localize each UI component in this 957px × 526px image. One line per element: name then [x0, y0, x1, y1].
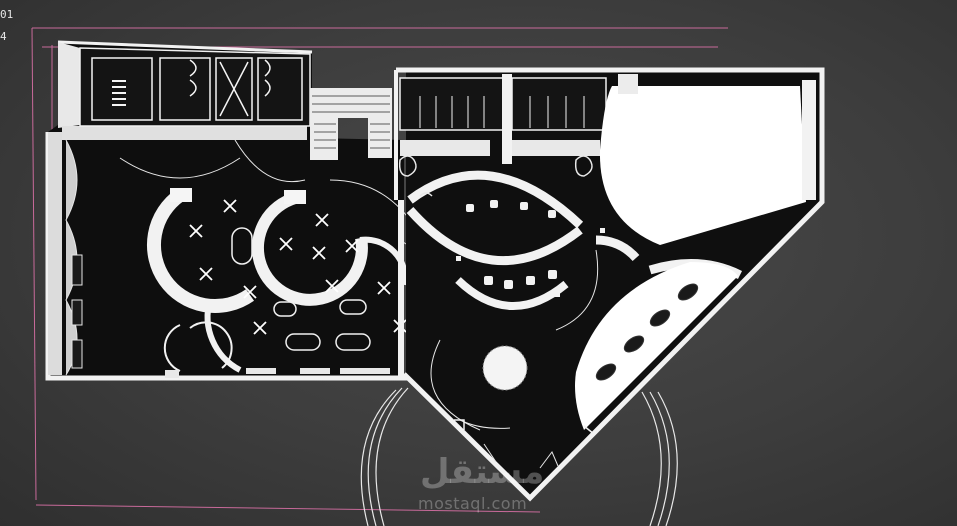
entrance-arcs: [360, 387, 678, 526]
lower-lounge-area: [575, 262, 738, 430]
tree-icon: [482, 345, 528, 391]
left-wall-display: [65, 139, 83, 376]
stair-icon: [112, 80, 126, 106]
curved-display-walls: [146, 189, 409, 373]
guide-line-bottom: [35, 504, 541, 513]
lounge-chair-icon: [466, 200, 557, 289]
white-oval-room: [599, 86, 806, 245]
watermark-arabic: مستقل: [420, 452, 545, 492]
watermark-latin: mostaql.com: [418, 494, 528, 513]
left-wing: [45, 40, 411, 381]
restroom-fixtures: [91, 57, 303, 121]
central-staircase: [310, 88, 392, 160]
viewport-corner-label-bottom: 4: [0, 30, 7, 43]
right-wing: [394, 67, 825, 502]
viewport-corner-label-top: 01: [0, 8, 14, 21]
guide-line-left: [31, 27, 37, 501]
